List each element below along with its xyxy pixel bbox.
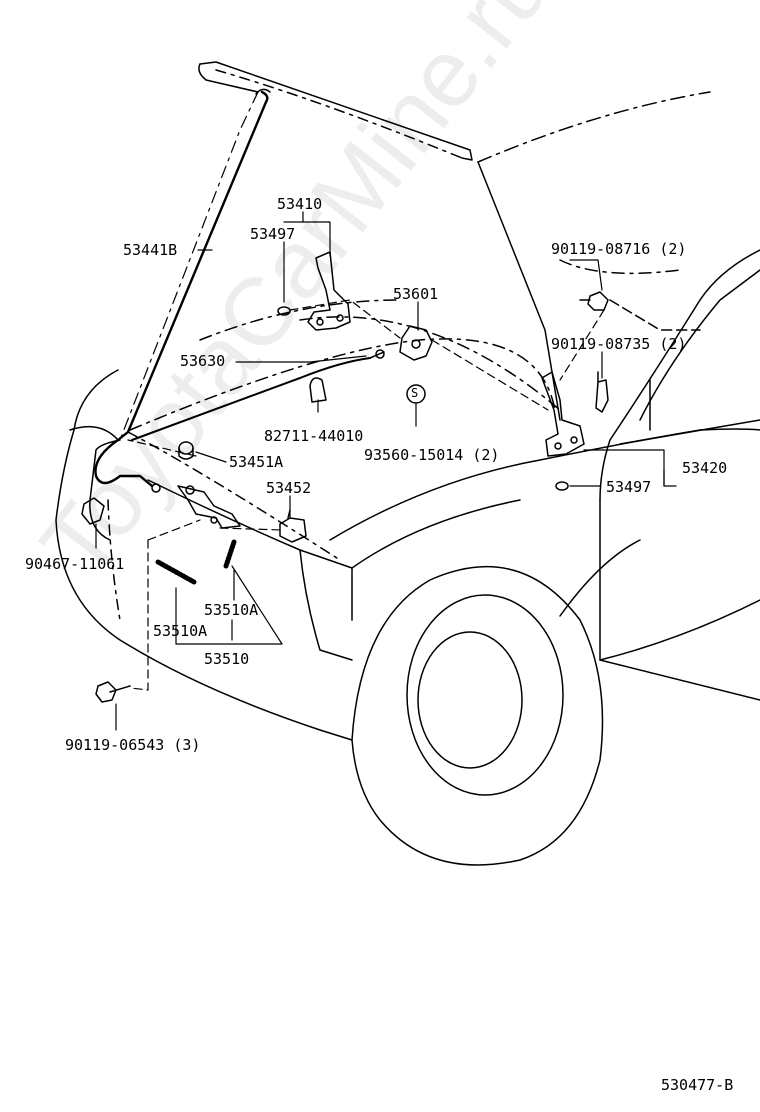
- label-93560-15014: 93560-15014 (2): [364, 446, 500, 464]
- label-53497-lh: 53497: [250, 225, 296, 243]
- label-53410: 53410: [277, 195, 323, 213]
- cable-clamp: [309, 377, 327, 403]
- label-53497-rh: 53497: [606, 478, 652, 496]
- hood-support-rod: [94, 88, 271, 493]
- hood-cushion: [178, 441, 194, 460]
- sealant-symbol-circle: [406, 384, 426, 404]
- diagram-code: 530477-B: [661, 1076, 734, 1094]
- label-90119-08735: 90119-08735 (2): [551, 335, 687, 353]
- label-53452: 53452: [266, 479, 312, 497]
- hood-outline: [119, 61, 711, 441]
- leader-lines: [95, 211, 677, 731]
- label-53510: 53510: [204, 650, 250, 668]
- front-wheel: [351, 539, 641, 866]
- spring-b: [223, 539, 237, 569]
- bolt-90119-08716: [579, 291, 609, 311]
- label-90119-06543: 90119-06543 (3): [65, 736, 201, 754]
- link-lines: [127, 299, 605, 691]
- clip-90467: [81, 497, 105, 525]
- release-cable: [131, 349, 385, 441]
- label-53630: 53630: [180, 352, 226, 370]
- bolt-90119-06543: [95, 681, 131, 703]
- spring-a: [155, 559, 197, 585]
- hood-hinge-rh: [541, 371, 585, 491]
- hood-hinge-lh: [277, 251, 351, 331]
- label-90119-08716: 90119-08716 (2): [551, 240, 687, 258]
- label-53441B: 53441B: [123, 241, 178, 259]
- label-82711-44010: 82711-44010: [264, 427, 364, 445]
- bolt-90119-08735: [595, 371, 609, 413]
- hood-lock-catch: [177, 485, 241, 529]
- label-53510A-lower: 53510A: [153, 622, 208, 640]
- label-53420: 53420: [682, 459, 728, 477]
- label-90467-11061: 90467-11061: [25, 555, 125, 573]
- car-body: [55, 249, 760, 741]
- hood-lock: [399, 325, 433, 361]
- hood-support-holder: [279, 509, 307, 543]
- label-53601: 53601: [393, 285, 439, 303]
- label-53451A: 53451A: [229, 453, 284, 471]
- label-53510A-upper: 53510A: [204, 601, 259, 619]
- sealant-symbol: S: [411, 386, 419, 400]
